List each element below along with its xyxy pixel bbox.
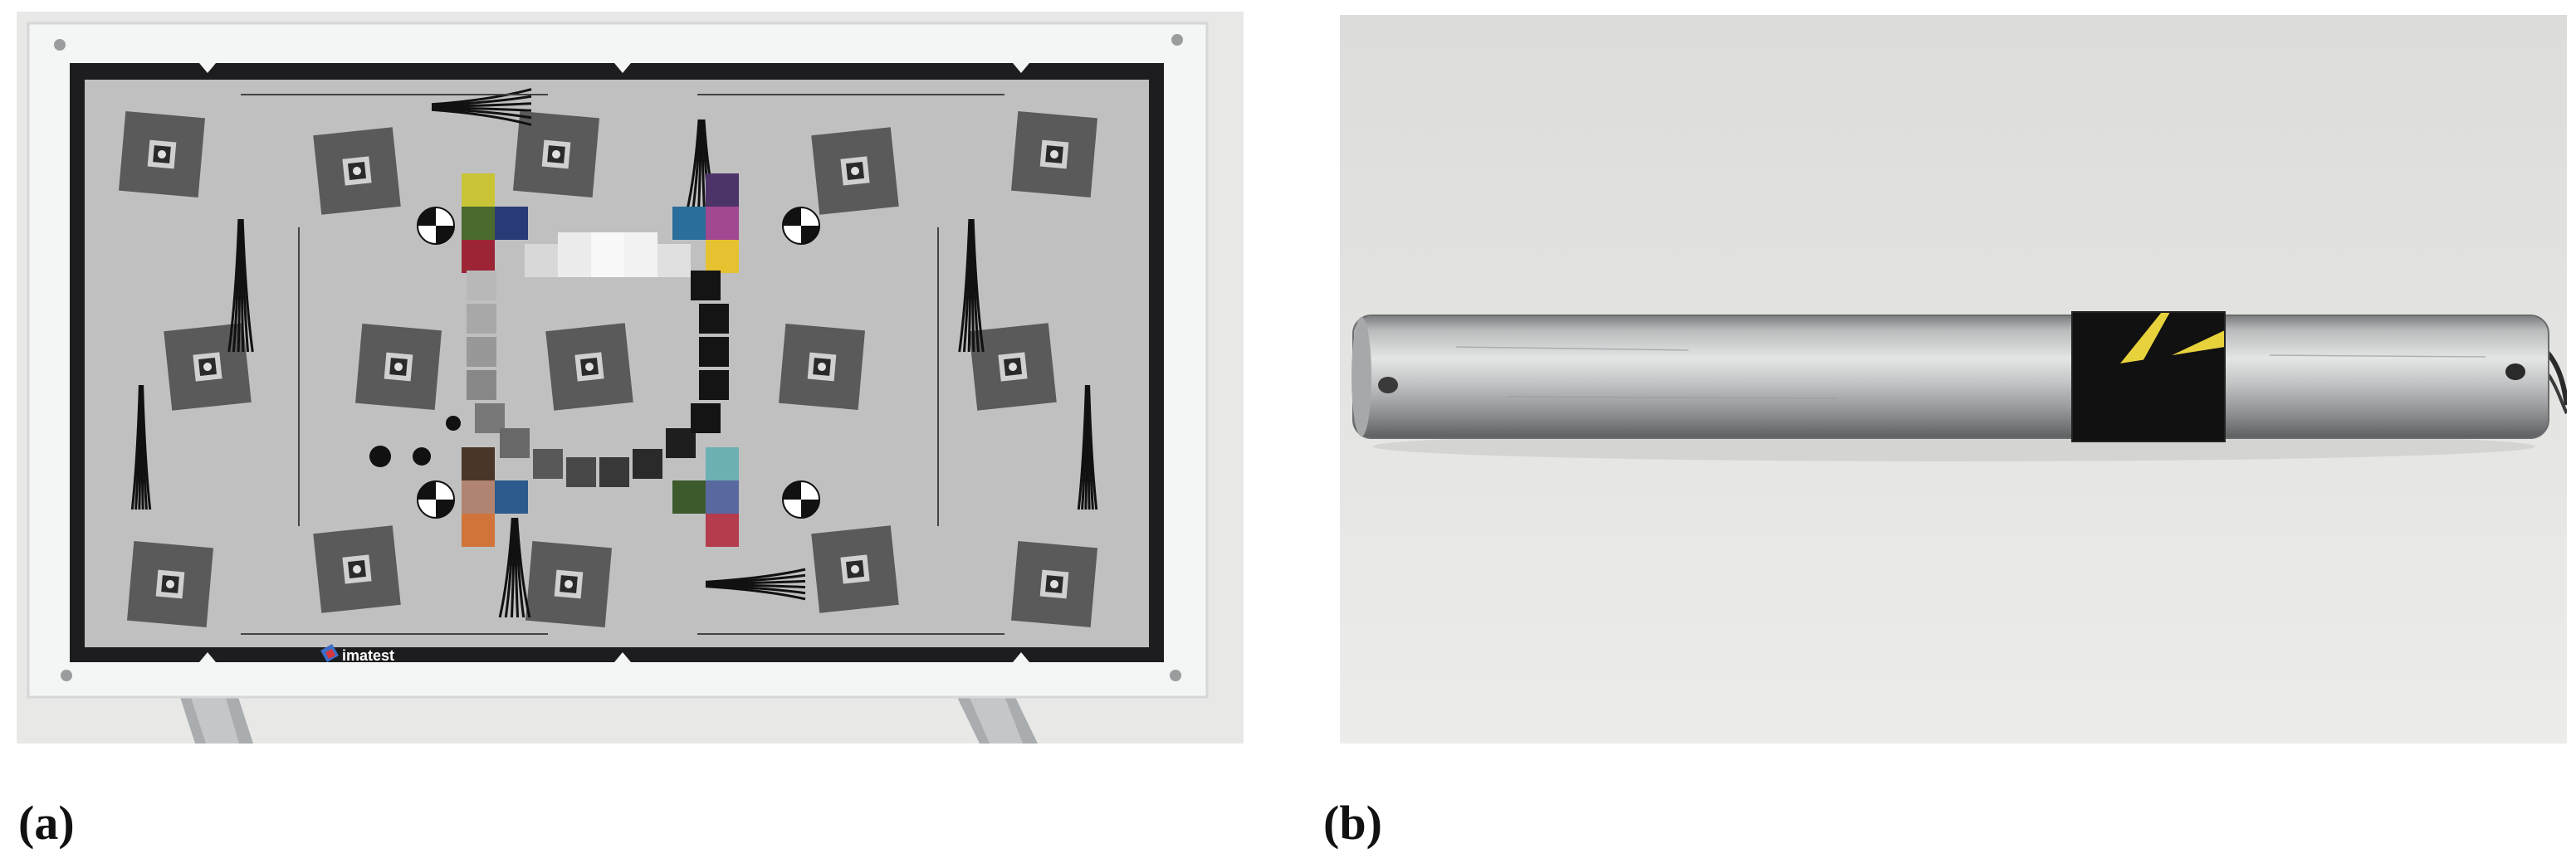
slanted-edge-square	[1010, 540, 1098, 628]
photo-test-chart: imatest	[17, 12, 1244, 744]
caption-b: (b)	[1323, 796, 1382, 850]
resolution-wedge	[705, 568, 806, 601]
resolution-wedge	[227, 218, 254, 353]
slanted-edge-square	[545, 323, 633, 411]
registration-mark	[417, 207, 455, 245]
slanted-edge-square	[1010, 110, 1098, 198]
registration-mark	[782, 207, 820, 245]
logo-text: imatest	[342, 647, 394, 664]
resolution-wedge	[1077, 384, 1098, 510]
color-patches	[462, 173, 739, 547]
registration-mark	[782, 480, 820, 519]
end-hole-right	[2505, 363, 2525, 380]
slanted-edge-square	[811, 525, 899, 613]
slanted-edge-square	[354, 323, 442, 411]
slanted-edge-square	[126, 540, 214, 628]
stand-legs	[178, 692, 1038, 744]
slanted-edge-square	[525, 540, 613, 628]
slanted-edge-square	[811, 127, 899, 215]
bright-patches	[525, 232, 691, 277]
caption-a: (a)	[18, 796, 75, 850]
cylinder-body	[1353, 315, 2549, 438]
slanted-edge-square	[512, 110, 600, 198]
resolution-wedge	[431, 88, 532, 126]
slanted-edge-square	[313, 525, 401, 613]
slanted-edge-square	[313, 127, 401, 215]
slanted-edge-square	[969, 323, 1057, 411]
end-hole-left	[1378, 377, 1398, 393]
resolution-wedge	[498, 517, 531, 618]
slanted-edge-square	[778, 323, 866, 411]
imatest-logo: imatest	[320, 644, 394, 664]
slanted-edge-square	[118, 110, 206, 198]
cylinder-illustration	[1340, 15, 2567, 744]
tape-band	[2071, 311, 2226, 442]
resolution-wedge	[958, 218, 985, 353]
test-chart-illustration: imatest	[17, 12, 1244, 744]
registration-mark	[417, 480, 455, 519]
photo-metal-cylinder	[1340, 15, 2567, 744]
resolution-wedge	[130, 384, 152, 510]
